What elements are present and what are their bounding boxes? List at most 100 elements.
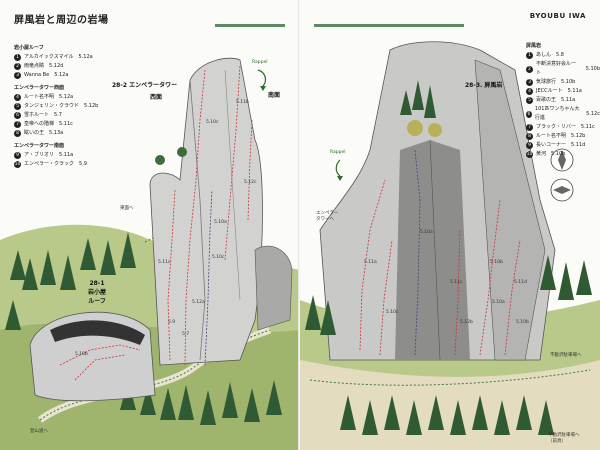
route-number: 5 xyxy=(14,103,21,110)
route-grade-label: 5.12a xyxy=(192,300,205,305)
route-number: 8 xyxy=(526,133,533,140)
left-topo-illustration xyxy=(0,57,300,450)
route-grade-label: 5.12b xyxy=(460,320,473,325)
route-name: 雪ホルート xyxy=(24,112,50,118)
route-number: 3 xyxy=(14,72,21,79)
route-grade-label: 5.10b xyxy=(516,320,529,325)
route-grade: 5.7 xyxy=(54,112,62,118)
fudo-upper-label: 不動沢駐車場へ xyxy=(550,353,582,358)
page-title-right: BYOUBU IWA xyxy=(529,12,586,20)
header-rule xyxy=(215,24,285,27)
route-number: 9 xyxy=(526,142,533,149)
tower-title: 28-2 エンペラータワー xyxy=(112,82,178,89)
route-grade-label: 5.11d xyxy=(514,280,527,285)
route-grade-label: 5.10b xyxy=(490,260,503,265)
route-grade: 5.12c xyxy=(586,110,600,117)
route-grade: 5.12a xyxy=(54,72,69,78)
route-grade: 5.12b xyxy=(571,133,586,139)
route-grade-label: 5.10a xyxy=(214,220,227,225)
route-grade: 5.12a xyxy=(59,94,74,100)
to-tozan-label: 登山道へ xyxy=(30,429,48,434)
route-grade: 5.11a xyxy=(59,152,74,158)
route-number: 8 xyxy=(14,130,21,137)
route-number: 2 xyxy=(526,65,533,73)
legend-section-title: 屏風岩 xyxy=(526,43,542,49)
route-grade-label: 5.11c xyxy=(450,280,463,285)
route-grade-label: 5.10b xyxy=(75,352,88,357)
rappel-label: Rappel xyxy=(252,60,268,65)
legend-section-title: 岩小屋ルーフ xyxy=(14,45,44,51)
route-number: 4 xyxy=(526,88,533,95)
route-number: 1 xyxy=(14,54,21,61)
route-number: 1 xyxy=(526,52,533,59)
route-name: 長いコーナー xyxy=(536,142,567,148)
route-number: 2 xyxy=(14,63,21,70)
route-grade-label: 5.10a xyxy=(492,300,505,305)
route-number: 5 xyxy=(526,97,533,104)
route-grade-label: 5.11a xyxy=(364,260,377,265)
route-name: 気球旅行 xyxy=(536,79,557,85)
byoubu-title: 28-3. 屏風岩 xyxy=(465,82,503,89)
route-number: 4 xyxy=(14,94,21,101)
route-number: 7 xyxy=(526,124,533,131)
route-grade: 5.10b xyxy=(585,65,600,72)
fudo-lower-label: 不動沢駐車場へ （前頁） xyxy=(548,433,580,444)
route-grade: 5.11c xyxy=(580,124,595,130)
route-grade: 5.10b xyxy=(551,151,566,157)
route-number: 10 xyxy=(14,161,21,168)
route-name: 101匹ワンちゃん大行進 xyxy=(534,106,580,121)
route-name: ルート名不明 xyxy=(24,94,55,100)
route-grade: 5.11d xyxy=(571,142,586,148)
route-name: アルカイックスマイル xyxy=(24,54,74,60)
route-grade: 5.12d xyxy=(49,63,64,69)
legend-section-title: エンペラータワー南面 xyxy=(14,143,65,149)
tower-west-label: 西面 xyxy=(150,94,163,101)
route-name: 眩いの王 xyxy=(24,130,45,136)
route-name: あしん xyxy=(536,52,552,58)
route-name: ア・ブリオリ xyxy=(24,152,55,158)
route-name: 雨竜点睛 xyxy=(24,63,45,69)
rappel-label: Rappel xyxy=(330,150,346,155)
route-name: ブラック・リバー xyxy=(536,124,576,130)
to-east-label: 東面へ xyxy=(120,206,134,211)
route-grade-label: 5.10c xyxy=(386,310,399,315)
route-name: JECCルート xyxy=(536,88,563,94)
route-grade: 5.12a xyxy=(78,54,93,60)
tower-south-label: 南面 xyxy=(268,92,281,99)
route-number: 3 xyxy=(526,79,533,86)
legend-section-title: エンペラータワー西面 xyxy=(14,85,65,91)
route-name: 百歌の王 xyxy=(536,97,557,103)
route-grade: 5.8 xyxy=(556,52,564,58)
route-name: ルート名不明 xyxy=(536,133,567,139)
route-grade-label: 5.11b xyxy=(236,100,249,105)
route-number: 10 xyxy=(526,151,533,158)
page-title: 屏風岩と周辺の岩場 xyxy=(14,15,109,26)
route-grade: 5.9 xyxy=(79,161,87,167)
route-number: 6 xyxy=(14,112,21,119)
route-grade: 5.10b xyxy=(561,79,576,85)
right-page: BYOUBU IWA xyxy=(300,0,600,450)
route-grade: 5.11a xyxy=(567,88,582,94)
route-grade: 5.12b xyxy=(84,103,99,109)
route-grade: 5.11a xyxy=(561,97,576,103)
route-number: 9 xyxy=(14,152,21,159)
route-grade-label: 5.10c xyxy=(212,255,225,260)
route-grade-label: 5.12c xyxy=(244,180,257,185)
left-page: 屏風岩と周辺の岩場 xyxy=(0,15,300,450)
